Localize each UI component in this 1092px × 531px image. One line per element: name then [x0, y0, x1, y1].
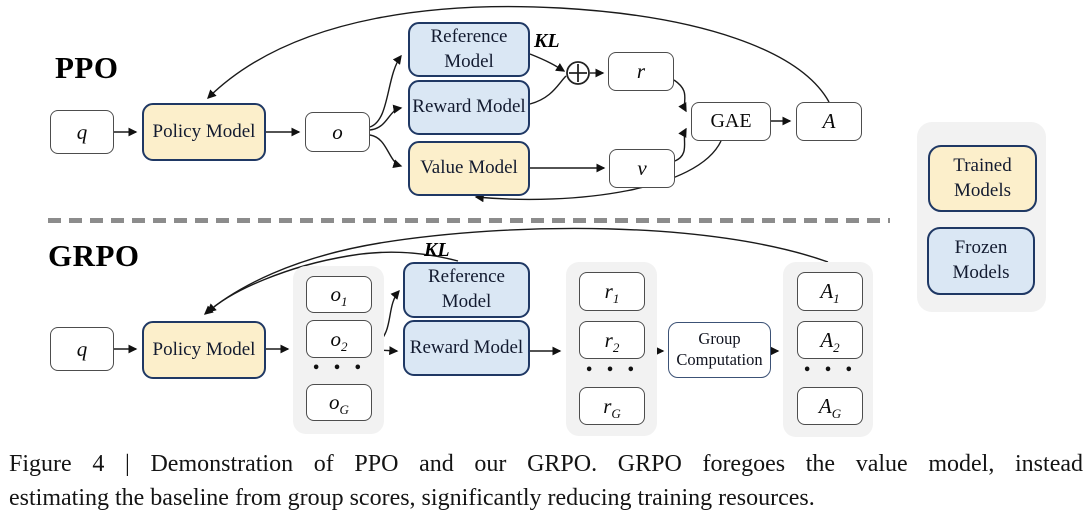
grpo-reward-2-node: r2 — [579, 321, 645, 359]
node-label: r — [603, 393, 612, 418]
node-label: r — [636, 59, 646, 83]
grpo-output-2-node: o2 — [306, 320, 372, 358]
arrow-v-to-gae — [674, 127, 687, 162]
grpo-group-computation-node: Group Computation — [668, 322, 771, 378]
node-label: A — [818, 393, 832, 418]
ppo-advantage-node: A — [796, 102, 862, 141]
node-label: o — [329, 390, 340, 414]
node-label: v — [637, 156, 647, 180]
ppo-gae-node: GAE — [691, 102, 771, 141]
ppo-reward-model-node: Reward Model — [408, 80, 530, 135]
ppo-reward-node: r — [608, 52, 674, 91]
node-label: q — [76, 336, 88, 361]
node-label: A — [822, 109, 836, 133]
node-label: r — [604, 327, 613, 352]
ppo-reference-model-node: Reference Model — [408, 22, 530, 77]
node-label: q — [76, 119, 88, 144]
node-label: o — [330, 282, 341, 306]
node-label: o — [330, 326, 341, 351]
grpo-kl-label: KL — [424, 239, 450, 261]
ppo-value-node: v — [609, 149, 675, 188]
grpo-reward-1-node: r1 — [579, 272, 645, 311]
grpo-reward-G-node: rG — [579, 387, 645, 425]
arrow-r-to-gae — [673, 79, 687, 113]
legend-frozen-models: Frozen Models — [927, 227, 1035, 295]
arrow-reward-to-plus — [529, 75, 567, 105]
ppo-section-label: PPO — [55, 50, 119, 85]
caption-line-1: Figure 4 | Demonstration of PPO and our … — [9, 451, 1083, 477]
grpo-advantages-ellipsis: • • • — [803, 363, 857, 378]
legend-trained-models: Trained Models — [928, 145, 1037, 212]
arrow-o-to-reference — [369, 54, 402, 128]
node-label: A — [820, 327, 834, 352]
grpo-outputs-ellipsis: • • • — [312, 361, 366, 376]
section-divider — [48, 218, 890, 223]
caption-line-2: estimating the baseline from group score… — [9, 485, 815, 511]
grpo-output-G-node: oG — [306, 384, 372, 421]
figure-caption: Figure 4 | Demonstration of PPO and our … — [9, 447, 1083, 515]
grpo-advantage-1-node: A1 — [797, 272, 863, 311]
grpo-advantage-2-node: A2 — [797, 321, 863, 359]
node-label: A — [820, 279, 834, 303]
circled-plus-icon — [566, 61, 590, 85]
grpo-query-node: q — [50, 327, 114, 371]
node-label: o — [332, 119, 343, 144]
ppo-value-model-node: Value Model — [408, 141, 530, 196]
ppo-output-node: o — [305, 112, 370, 152]
grpo-advantage-G-node: AG — [797, 387, 863, 425]
arrow-o-to-reward — [369, 104, 403, 131]
grpo-policy-model-node: Policy Model — [142, 321, 266, 379]
ppo-query-node: q — [50, 110, 114, 154]
grpo-output-1-node: o1 — [306, 276, 372, 313]
grpo-section-label: GRPO — [48, 238, 140, 273]
grpo-rewards-ellipsis: • • • — [585, 363, 639, 378]
arrow-o-to-value — [369, 134, 403, 169]
ppo-kl-label: KL — [534, 30, 560, 52]
ppo-policy-model-node: Policy Model — [142, 103, 266, 161]
node-label: r — [604, 279, 613, 303]
grpo-reference-model-node: Reference Model — [403, 262, 530, 318]
grpo-reward-model-node: Reward Model — [403, 320, 530, 376]
arrow-reference-to-plus — [529, 53, 566, 72]
